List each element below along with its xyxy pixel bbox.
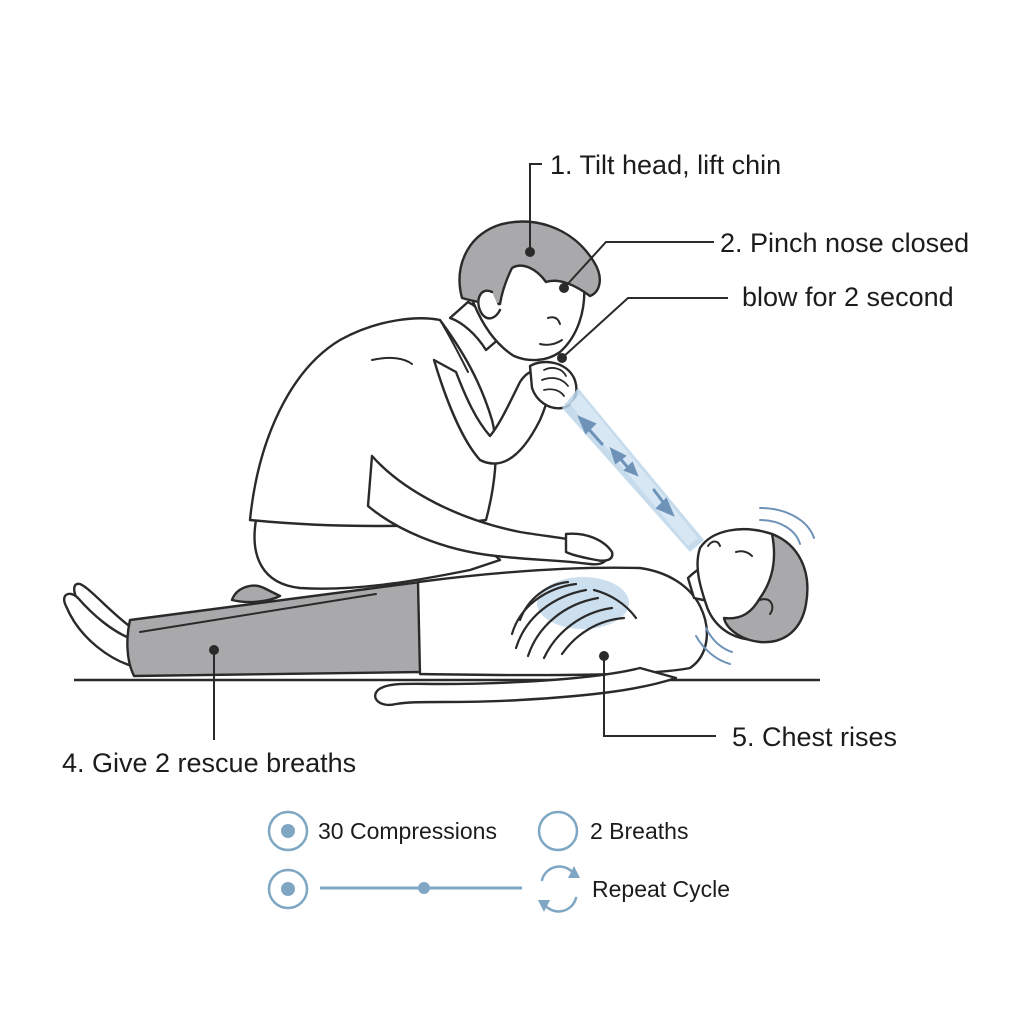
- patient-mouth: [707, 540, 721, 547]
- label-step2: 2. Pinch nose closed: [720, 228, 969, 258]
- rescuer-boot: [230, 584, 282, 604]
- label-step1: 1. Tilt head, lift chin: [550, 150, 781, 180]
- label-step4: 4. Give 2 rescue breaths: [62, 748, 356, 778]
- rescuer-sleeve-seam: [371, 356, 413, 365]
- leader-step3-dot: [557, 353, 567, 363]
- airflow: [562, 388, 704, 552]
- patient-figure: [63, 528, 809, 707]
- patient-foot-front: [63, 592, 136, 668]
- legend-compressions: 30 Compressions: [318, 818, 497, 844]
- leader-step2: [563, 241, 714, 289]
- rescuer-collar: [439, 319, 469, 373]
- leader-step1-dot: [525, 247, 535, 257]
- leader-step5-dot: [599, 651, 609, 661]
- leader-lines: [209, 163, 728, 740]
- legend-breaths: 2 Breaths: [590, 818, 688, 844]
- patient-hair: [722, 532, 809, 644]
- head-motion-lines: [695, 507, 815, 665]
- airflow-arrows: [577, 415, 675, 517]
- rescuer-hand-chest: [564, 532, 614, 562]
- leader-step4-dot: [209, 645, 219, 655]
- label-step3: blow for 2 second: [742, 282, 954, 312]
- patient-pants: [126, 580, 424, 678]
- rescuer-mouth: [539, 339, 563, 346]
- pants-seam: [139, 593, 377, 633]
- leader-step5: [603, 656, 716, 737]
- radio-selected-icon: [267, 810, 309, 852]
- chest-rise-highlight: [537, 577, 629, 629]
- rescuer-fingers: [541, 367, 569, 397]
- rescuer-figure: [230, 220, 614, 604]
- ribcage: [510, 580, 638, 660]
- patient-ear: [759, 598, 774, 615]
- radio-empty-icon: [537, 810, 579, 852]
- patient-eye: [735, 550, 753, 557]
- label-step5: 5. Chest rises: [732, 722, 897, 752]
- leader-step1: [529, 163, 542, 252]
- rescuer-ear: [477, 289, 502, 320]
- progress-track-icon: [267, 868, 522, 910]
- rescuer-eye: [547, 316, 561, 325]
- legend-repeat: Repeat Cycle: [592, 876, 730, 902]
- leader-step2-dot: [559, 283, 569, 293]
- leader-step3: [561, 297, 728, 359]
- cycle-arrows-icon: [538, 865, 580, 913]
- rescuer-hair: [458, 220, 601, 306]
- legend: 30 Compressions 2 Breaths Repeat Cycle: [267, 810, 730, 913]
- patient-arm: [374, 666, 678, 707]
